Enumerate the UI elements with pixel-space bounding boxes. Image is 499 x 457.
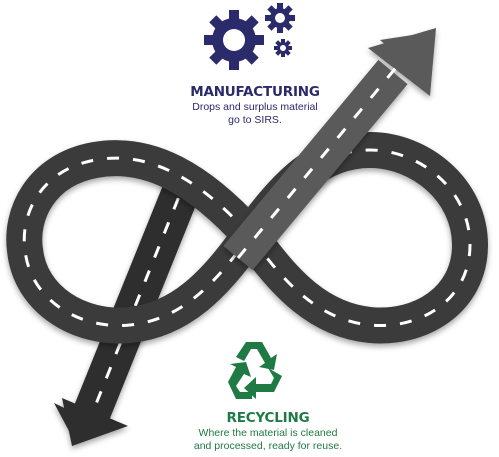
road-to-manufacturing — [223, 28, 436, 271]
manufacturing-label: MANUFACTURING Drops and surplus material… — [170, 84, 340, 127]
gears-icon — [204, 2, 304, 78]
recycling-description-line2: and processed, ready for reuse. — [193, 440, 343, 452]
recycling-description-line1: Where the material is cleaned — [198, 426, 338, 439]
manufacturing-description-line1: Drops and surplus material — [192, 100, 318, 113]
manufacturing-description-line2: go to SIRS. — [228, 114, 282, 126]
recycle-icon — [222, 336, 288, 402]
recycling-title: RECYCLING — [226, 410, 310, 426]
road-to-recycling — [54, 166, 206, 446]
recycling-label: RECYCLING Where the material is cleaned … — [168, 410, 368, 453]
manufacturing-title: MANUFACTURING — [190, 84, 320, 100]
